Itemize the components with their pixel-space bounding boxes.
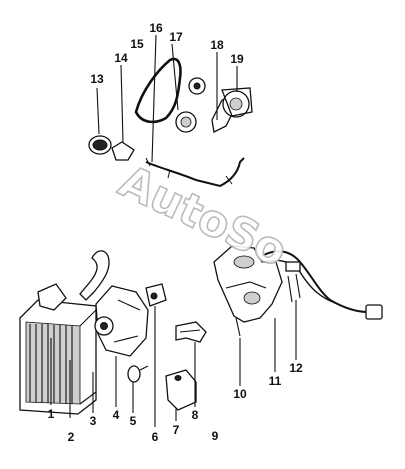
callout-15: 15 — [130, 37, 144, 51]
hose-clip — [175, 321, 207, 343]
radiator-fan-group — [19, 250, 207, 415]
idler-pulley — [175, 77, 206, 133]
temp-sensor — [127, 365, 149, 383]
callout-8: 8 — [192, 408, 199, 422]
radiator-core — [19, 299, 97, 415]
callout-3: 3 — [90, 414, 97, 428]
callout-16: 16 — [149, 21, 163, 35]
upper-hose — [79, 250, 110, 301]
callout-12: 12 — [289, 361, 303, 375]
belt-pulley-group — [88, 57, 253, 188]
wire-harness — [261, 250, 369, 313]
tensioner-assembly — [211, 87, 253, 133]
leader-lines — [50, 34, 297, 427]
callout-7: 7 — [173, 423, 180, 437]
fan-housing — [37, 283, 149, 357]
drive-belt — [134, 57, 182, 124]
callout-4: 4 — [113, 408, 120, 422]
callout-14: 14 — [114, 51, 128, 65]
watermark-text: AutoSo — [111, 156, 294, 278]
overflow-bottle — [165, 369, 197, 411]
pump-harness-group — [213, 245, 383, 337]
callout-18: 18 — [210, 38, 224, 52]
pump-housing — [213, 245, 283, 323]
callout-19: 19 — [230, 52, 244, 66]
coolant-tube — [145, 157, 245, 188]
callout-2: 2 — [68, 430, 75, 444]
callout-17: 17 — [169, 30, 183, 44]
callout-numbers: 1 2 3 4 5 6 7 8 9 10 11 12 13 14 15 16 1… — [48, 21, 303, 444]
alternator-pulley — [88, 135, 112, 155]
harness-connector — [365, 304, 383, 320]
callout-9: 9 — [212, 429, 219, 443]
callout-6: 6 — [152, 430, 159, 444]
callout-11: 11 — [269, 374, 282, 388]
relay-switch — [145, 283, 167, 307]
callout-5: 5 — [130, 414, 137, 428]
callout-13: 13 — [90, 72, 104, 86]
mounting-clamp — [111, 141, 135, 161]
callout-10: 10 — [233, 387, 247, 401]
callout-1: 1 — [48, 407, 55, 421]
